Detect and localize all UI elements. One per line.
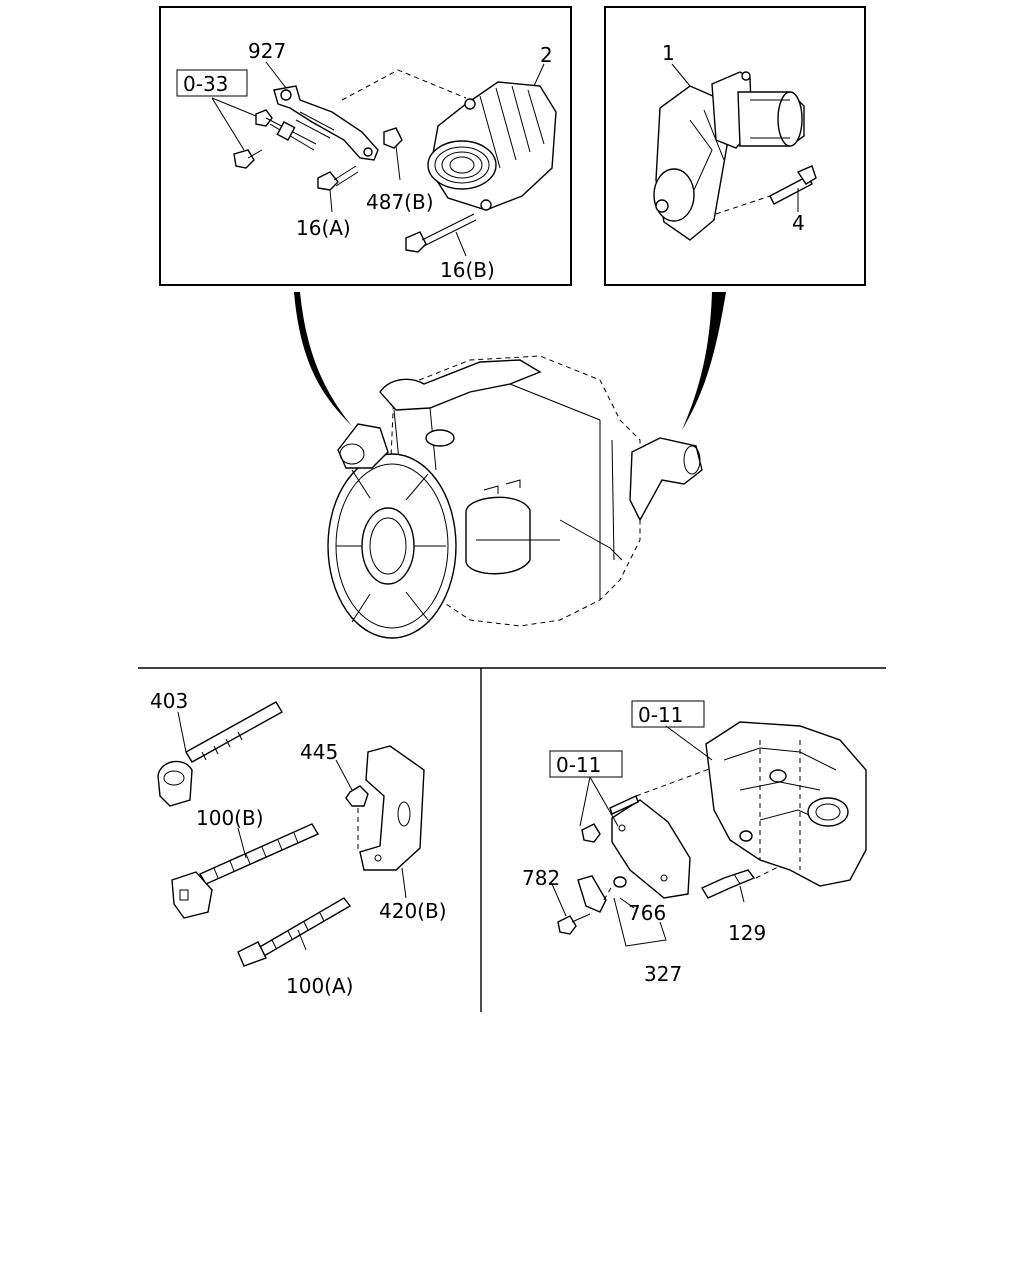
part-label-445: 445 — [300, 740, 338, 764]
ref-label-0-11-top: 0-11 — [638, 703, 683, 727]
part-label-487b: 487(B) — [366, 190, 434, 214]
alternator-panel: 927 2 0-33 487(B) 16(A) 16(B) — [159, 6, 572, 286]
nut-0-11 — [581, 823, 601, 843]
part-label-16b: 16(B) — [440, 258, 495, 282]
engine-starter — [629, 437, 703, 522]
ref-box-0-11-top — [631, 700, 705, 728]
engine-overview — [294, 292, 726, 639]
part-label-782: 782 — [522, 866, 560, 890]
bolt-782 — [557, 915, 577, 935]
sensor-129 — [700, 869, 756, 899]
adjusting-bracket — [273, 85, 379, 161]
part-label-403: 403 — [150, 689, 188, 713]
part-label-1: 1 — [662, 41, 675, 65]
alternator-bolts — [233, 109, 477, 253]
ref-label-0-33: 0-33 — [183, 72, 228, 96]
part-label-129: 129 — [728, 921, 766, 945]
cable-tie-100b — [171, 823, 320, 919]
harness-clips-section: 403 445 100(B) 420(B) 100(A) — [150, 689, 447, 998]
callout-arrow-alternator — [294, 292, 352, 426]
cylinder-block — [705, 721, 867, 887]
ref-label-0-11-left: 0-11 — [556, 753, 601, 777]
starter-panel: 1 4 — [604, 6, 866, 286]
harness-clip-403 — [157, 701, 283, 807]
callout-arrow-starter — [682, 292, 726, 430]
alternator — [427, 81, 557, 211]
cover-plate — [611, 799, 691, 899]
starter-panel-frame — [604, 6, 866, 286]
alternator-panel-frame — [159, 6, 572, 286]
part-label-4: 4 — [792, 211, 805, 235]
bracket-420b — [359, 745, 425, 871]
sensor-section: 0-11 0-11 782 766 129 327 — [522, 700, 867, 986]
part-label-327: 327 — [644, 962, 682, 986]
o-ring-766 — [613, 876, 627, 888]
part-label-766: 766 — [628, 901, 666, 925]
part-label-100a: 100(A) — [286, 974, 353, 998]
part-label-100b: 100(B) — [196, 806, 264, 830]
cooling-fan — [327, 453, 457, 639]
starter-stud-bolt — [769, 165, 817, 205]
part-label-16a: 16(A) — [296, 216, 351, 240]
engine-alternator — [337, 423, 389, 469]
nut-445 — [345, 785, 369, 807]
cable-tie-100a — [237, 897, 352, 967]
sensor-327 — [557, 875, 627, 935]
part-label-420b: 420(B) — [379, 899, 447, 923]
ref-box-0-11-left — [549, 750, 623, 778]
part-label-2: 2 — [540, 43, 553, 67]
ref-box-0-33 — [176, 69, 248, 97]
starter-motor — [653, 71, 805, 241]
part-label-927: 927 — [248, 39, 286, 63]
